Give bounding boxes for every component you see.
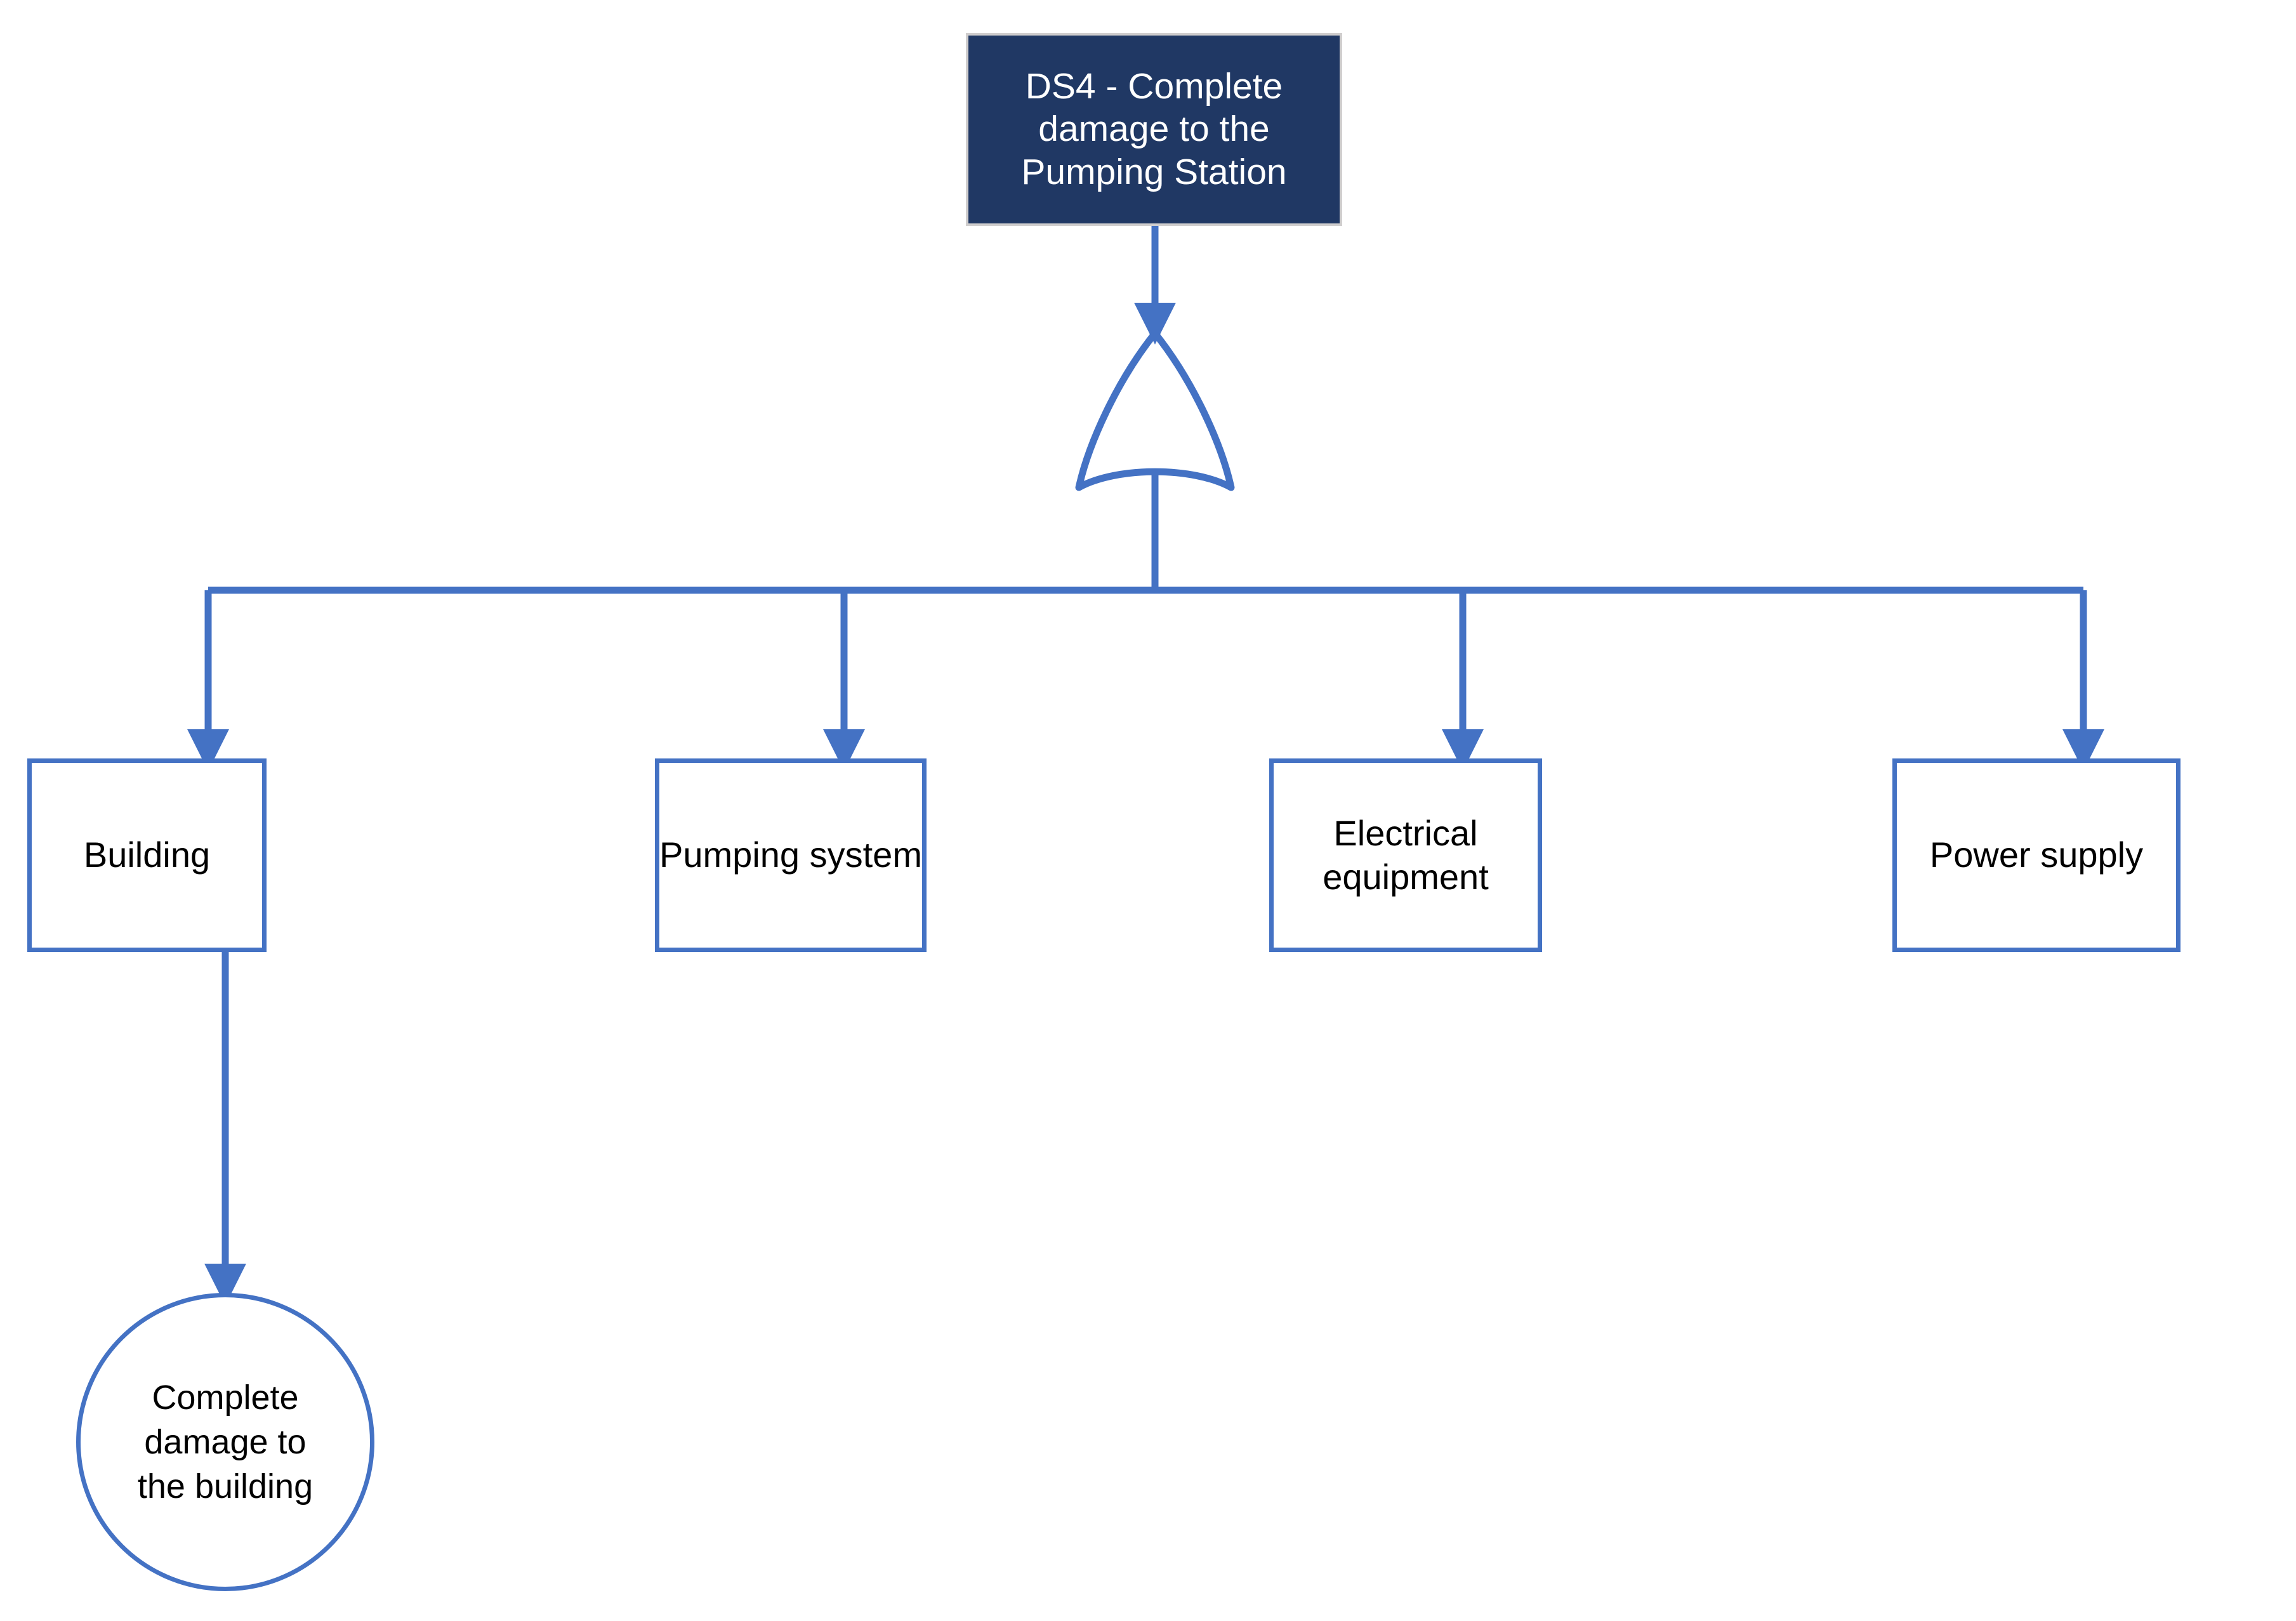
event-box-electrical-equipment[interactable] [1269,758,1542,952]
event-box-power-supply[interactable] [1892,758,2181,952]
event-box-building[interactable] [27,758,267,952]
event-box-pumping-system[interactable] [655,758,927,952]
top-event-box[interactable] [966,33,1342,226]
basic-event-circle[interactable] [76,1293,374,1591]
or-gate-icon [1075,329,1235,491]
